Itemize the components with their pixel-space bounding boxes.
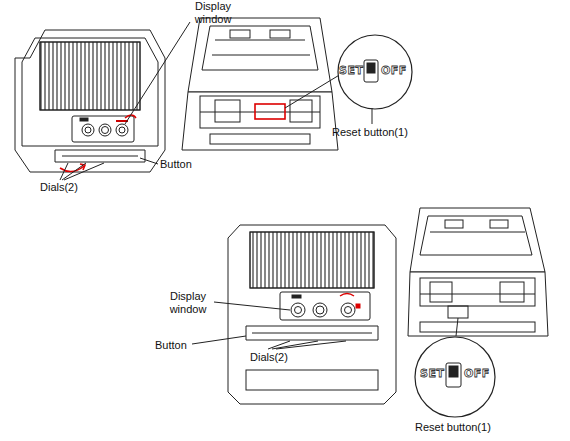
part-label: Dials(2) (40, 181, 100, 194)
part-label: Dials(2) (250, 351, 310, 364)
part-label: Button (160, 158, 210, 171)
open-device-bottom (408, 208, 548, 336)
switch-marking: OFF (381, 65, 411, 78)
part-label: Reset button(1) (415, 421, 515, 434)
part-label: Display window (163, 290, 213, 315)
leader-lines-top (60, 22, 190, 180)
part-label: Button (155, 339, 195, 352)
switch-marking: SET (420, 368, 446, 381)
leader-lines-bottom (192, 302, 346, 349)
open-device-top (182, 18, 341, 150)
closed-device-bottom (228, 225, 396, 404)
switch-marking: SET (339, 65, 365, 78)
magnifier-bottom (415, 337, 495, 417)
part-label: Display window (188, 0, 238, 25)
closed-device-top (15, 30, 165, 172)
part-label: Reset button(1) (332, 126, 432, 139)
magnifier-top (338, 35, 412, 124)
switch-marking: OFF (464, 368, 494, 381)
